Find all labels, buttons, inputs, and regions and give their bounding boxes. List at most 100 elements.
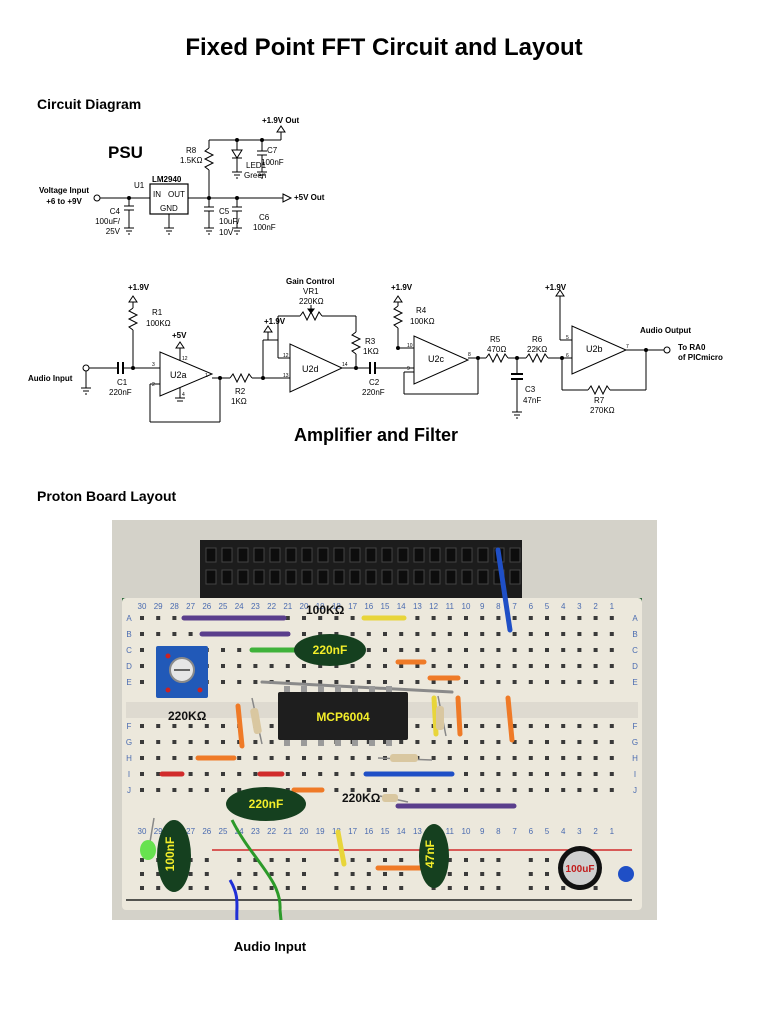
- hole: [350, 632, 355, 636]
- rail-hole: [285, 872, 290, 876]
- header-socket: [237, 569, 249, 585]
- hole: [253, 664, 258, 668]
- wire-blue: [495, 547, 513, 633]
- column-number: 21: [283, 827, 292, 836]
- hole: [577, 648, 582, 652]
- pin-out-label: OUT: [168, 190, 185, 199]
- header-socket: [397, 569, 409, 585]
- chip-pin: [318, 740, 324, 746]
- hole: [512, 648, 517, 652]
- r6-value: 22KΩ: [527, 345, 547, 354]
- column-number: 5: [545, 602, 550, 611]
- rail-hole: [269, 886, 274, 890]
- hole: [496, 740, 501, 744]
- rail-hole: [204, 886, 209, 890]
- hole: [609, 664, 614, 668]
- header-socket: [413, 547, 425, 563]
- row-letter: A: [632, 614, 638, 623]
- hole: [528, 756, 533, 760]
- breadboard-body: [122, 598, 642, 910]
- hole: [496, 772, 501, 776]
- rail-hole: [528, 886, 533, 890]
- chip-pin: [352, 686, 358, 692]
- column-number: 22: [267, 602, 276, 611]
- u2d-label: U2d: [302, 364, 319, 374]
- chip-pin: [335, 740, 341, 746]
- hole: [221, 788, 225, 792]
- rail-hole: [431, 886, 436, 890]
- hole: [221, 664, 225, 668]
- hole: [464, 648, 468, 652]
- column-number: 19: [316, 827, 325, 836]
- column-number: 9: [480, 602, 485, 611]
- rail-hole: [269, 872, 274, 876]
- rail-hole: [399, 858, 404, 862]
- hole: [561, 632, 566, 636]
- hole: [496, 648, 501, 652]
- hole: [415, 680, 420, 684]
- pin-number: 5: [566, 335, 569, 341]
- hole: [140, 616, 144, 620]
- chip-pin: [284, 740, 290, 746]
- hole: [269, 664, 274, 668]
- header-socket: [301, 547, 313, 563]
- pin-number: 9: [407, 366, 410, 372]
- column-number: 30: [138, 827, 147, 836]
- hole: [334, 680, 339, 684]
- capacitor-100nf: 100nF: [157, 820, 191, 892]
- hole: [496, 664, 501, 668]
- header-socket: [253, 569, 265, 585]
- r3-label: R3: [365, 337, 376, 346]
- column-number: 30: [138, 602, 147, 611]
- hole: [140, 724, 144, 728]
- hole: [593, 740, 598, 744]
- rail-hole: [253, 858, 258, 862]
- chip-pin: [284, 686, 290, 692]
- hole: [512, 772, 517, 776]
- hole: [140, 740, 144, 744]
- rail-hole: [188, 872, 193, 876]
- row-letter: H: [632, 754, 638, 763]
- rail-hole: [399, 886, 404, 890]
- row-letter: H: [126, 754, 132, 763]
- column-number: 15: [381, 827, 390, 836]
- hole: [253, 680, 258, 684]
- wire-orange: [505, 695, 515, 743]
- hole: [237, 772, 242, 776]
- hole: [269, 740, 274, 744]
- hole: [496, 724, 501, 728]
- column-number: 24: [235, 602, 244, 611]
- hole: [480, 788, 485, 792]
- r4-value: 100KΩ: [410, 317, 435, 326]
- audio-lead-blue: [228, 879, 239, 920]
- hole: [172, 740, 177, 744]
- hole: [237, 680, 242, 684]
- rail-hole: [237, 886, 242, 890]
- hole: [545, 788, 549, 792]
- hole: [350, 756, 355, 760]
- hole: [399, 788, 404, 792]
- hole: [366, 788, 371, 792]
- r1-label: R1: [152, 308, 163, 317]
- hole: [188, 724, 193, 728]
- hole: [496, 632, 501, 636]
- hole: [366, 740, 371, 744]
- vr1-value: 220KΩ: [299, 297, 324, 306]
- header-socket: [509, 547, 521, 563]
- column-number: 7: [512, 602, 517, 611]
- audio-output-label: Audio Output: [640, 326, 691, 335]
- column-number: 5: [545, 827, 550, 836]
- column-number: 28: [170, 602, 179, 611]
- hole: [415, 632, 420, 636]
- column-number: 26: [202, 602, 211, 611]
- hole: [577, 740, 582, 744]
- hole: [464, 664, 468, 668]
- header-socket: [429, 569, 441, 585]
- hole: [188, 632, 193, 636]
- pin-number: 12: [283, 353, 289, 359]
- c1-value: 220nF: [109, 388, 132, 397]
- header-socket: [445, 547, 457, 563]
- hole: [237, 756, 242, 760]
- hole: [221, 648, 225, 652]
- hole: [512, 740, 517, 744]
